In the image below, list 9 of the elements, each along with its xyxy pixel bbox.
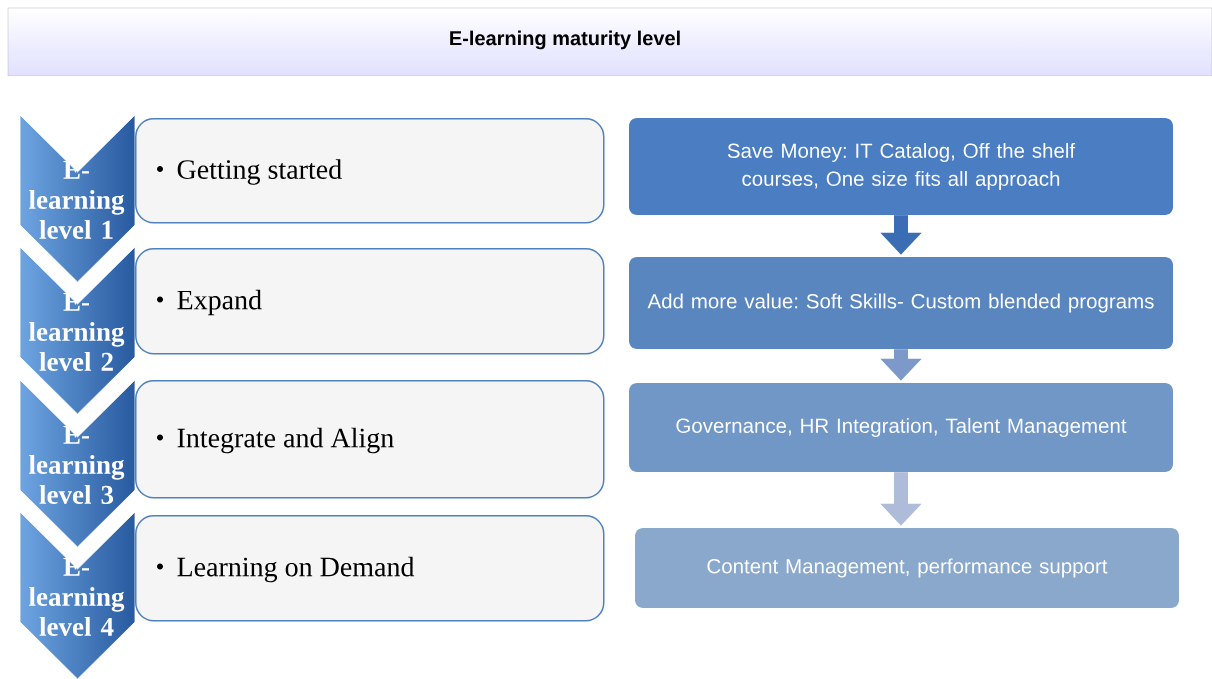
level-box: Getting started	[135, 118, 605, 224]
benefit-box: Content Management, performance support	[635, 528, 1179, 608]
benefit-box: Save Money: IT Catalog, Off the shelf courses, One size fits all approach	[629, 118, 1173, 215]
benefit-box: Governance, HR Integration, Talent Management	[629, 383, 1173, 472]
level-box: Learning on Demand	[135, 515, 605, 622]
level-box: Integrate and Align	[135, 380, 605, 499]
title-bar: E-learning maturity level	[7, 7, 1212, 77]
level-box: Expand	[135, 248, 605, 355]
benefit-box: Add more value: Soft Skills- Custom blended programs	[629, 257, 1173, 349]
